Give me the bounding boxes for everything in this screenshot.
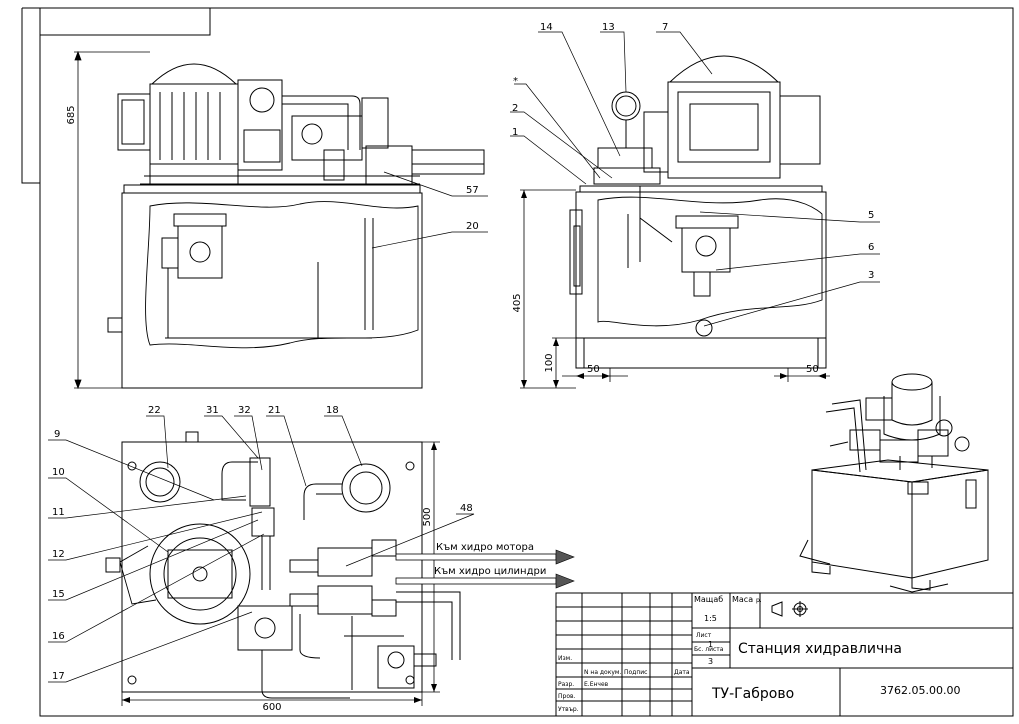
callout-6: 6 — [868, 242, 874, 253]
tb-sheets-label: Бс. листа — [694, 646, 724, 653]
tb-mass-unit: p. — [756, 597, 762, 604]
front-height-dim-label: 685 — [66, 105, 77, 124]
callout-14: 14 — [540, 22, 553, 33]
callout-32: 32 — [238, 405, 251, 416]
tb-col-sign: Подпис — [624, 669, 647, 676]
callout-22: 22 — [148, 405, 161, 416]
callout-9: 9 — [54, 429, 60, 440]
top-view-dim-arrows — [122, 442, 437, 703]
callout-48: 48 — [460, 503, 473, 514]
tb-col-doc: N на докум. — [584, 669, 621, 676]
tb-title: Станция хидравлична — [738, 641, 902, 657]
callout-12: 12 — [52, 549, 65, 560]
tb-row-utv: Утвър. — [558, 706, 579, 713]
tb-scale-label: Мащаб — [694, 595, 723, 604]
side-view — [569, 55, 827, 369]
side-height-dim-label: 405 — [512, 293, 523, 312]
front-height-dimension — [74, 50, 150, 390]
callout-13: 13 — [602, 22, 615, 33]
callout-20: 20 — [466, 221, 479, 232]
tb-row-prov: Пров. — [558, 693, 576, 700]
callout-11: 11 — [52, 507, 65, 518]
callout-16: 16 — [52, 631, 65, 642]
title-block — [555, 592, 1014, 717]
callout-18: 18 — [326, 405, 339, 416]
side-view-dimensions — [520, 189, 830, 389]
tb-row-razr: Разр. — [558, 681, 574, 688]
callout-3: 3 — [868, 270, 874, 281]
tb-sheet-value: 1 — [708, 640, 713, 649]
callout-57: 57 — [466, 185, 479, 196]
side-view-dim-arrows — [521, 190, 826, 388]
callout-7: 7 — [662, 22, 668, 33]
top-callout-leaders — [48, 415, 475, 683]
drawing-frame — [21, 7, 1014, 717]
callout-10: 10 — [52, 467, 65, 478]
tb-company: ТУ-Габрово — [711, 686, 794, 702]
top-view-dimensions — [121, 441, 440, 706]
callout-31: 31 — [206, 405, 219, 416]
front-view — [107, 63, 485, 389]
tb-sheet-label: Лист — [696, 632, 712, 639]
tb-doc-number: 3762.05.00.00 — [880, 684, 960, 697]
isometric-view — [799, 373, 989, 593]
top-width-dim-label: 600 — [262, 702, 281, 713]
callout-21: 21 — [268, 405, 281, 416]
callout-17: 17 — [52, 671, 65, 682]
side-callout-leaders — [510, 31, 880, 327]
callout-1: 1 — [512, 127, 518, 138]
top-depth-dim-label: 500 — [422, 507, 433, 526]
side-feet-dim-label: 100 — [544, 353, 555, 372]
callout-5: 5 — [868, 210, 874, 221]
flow-arrows — [395, 549, 575, 589]
tb-row-izm: Изм. — [558, 655, 572, 662]
callout-2: 2 — [512, 103, 518, 114]
top-view — [105, 431, 461, 699]
front-callout-leaders — [371, 171, 488, 249]
flow-label-motor: Към хидро мотора — [436, 542, 534, 553]
tb-sheets-value: 3 — [708, 657, 713, 666]
side-left-dim-label: 50 — [587, 364, 600, 375]
tb-mass-label: Маса — [732, 595, 753, 604]
tb-col-date: Дата — [674, 669, 690, 676]
tb-scale-value: 1:5 — [704, 614, 717, 623]
flow-label-cylinders: Към хидро цилиндри — [434, 566, 546, 577]
side-right-dim-label: 50 — [806, 364, 819, 375]
callout-15: 15 — [52, 589, 65, 600]
callout-star: * — [513, 76, 518, 87]
tb-razr-name: Е.Енчев — [584, 681, 609, 688]
